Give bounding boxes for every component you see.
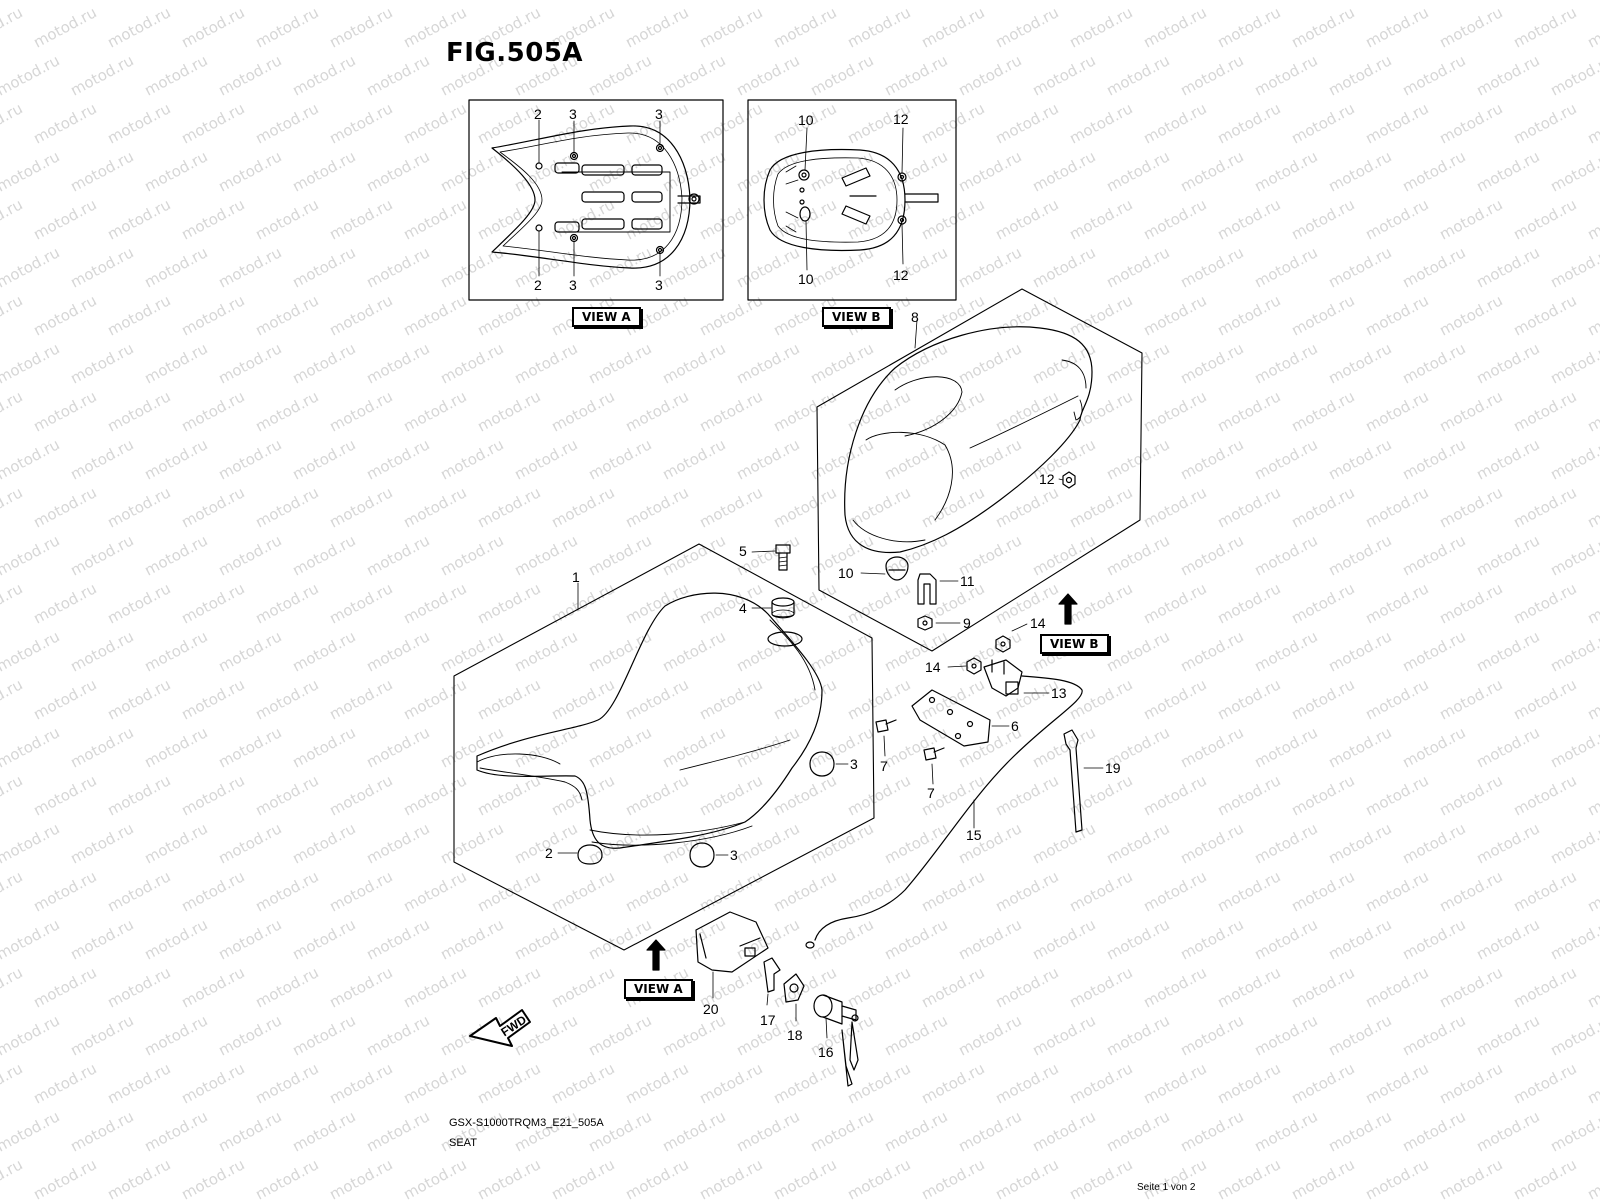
callout-label: 12	[1039, 471, 1055, 487]
part-16-lock-set	[813, 994, 859, 1087]
front-seat-underside	[491, 125, 701, 269]
part-2-cushion	[577, 844, 603, 865]
callout-label: 18	[787, 1027, 803, 1043]
rear-seat-underside	[763, 148, 939, 252]
part-4-damper	[771, 597, 795, 619]
part-15-cable	[805, 675, 1083, 949]
callout-label: 14	[1030, 615, 1046, 631]
part-12-nut	[1062, 471, 1076, 489]
part-3-grommet	[689, 842, 715, 868]
rear-seat-group-frame	[816, 288, 1143, 652]
part-14-nut	[995, 635, 1011, 653]
figure-code: GSX-S1000TRQM3_E21_505A	[449, 1117, 604, 1129]
part-10-grommet	[885, 556, 909, 581]
page-indicator: Seite 1 von 2	[1137, 1182, 1196, 1193]
callout-label: 8	[911, 309, 919, 325]
callout-label: 2	[534, 106, 542, 122]
callout-label: 7	[880, 758, 888, 774]
callout-label: 16	[818, 1044, 834, 1060]
view-b-label: VIEW B	[822, 307, 891, 327]
callout-label: 15	[966, 827, 982, 843]
callout-label: 3	[655, 277, 663, 293]
callout-label: 10	[838, 565, 854, 581]
callout-label: 19	[1105, 760, 1121, 776]
part-17-clip	[763, 957, 781, 993]
callout-label: 12	[893, 111, 909, 127]
part-13-latch	[983, 659, 1023, 697]
part-18-washer	[783, 973, 805, 1003]
callout-label: 3	[730, 847, 738, 863]
callout-label: 3	[850, 756, 858, 772]
fwd-arrow: FWD	[469, 1009, 531, 1047]
callout-label: 3	[655, 106, 663, 122]
part-19-cable-tie	[1063, 729, 1083, 833]
callout-label: 4	[739, 600, 747, 616]
view-b-arrow	[1058, 593, 1078, 625]
view-a-inset: 2 3 3 2 3 3	[468, 99, 724, 301]
part-7-bolt	[923, 747, 945, 761]
callout-label: 20	[703, 1001, 719, 1017]
front-seat-group-frame	[453, 543, 875, 951]
callout-label: 2	[534, 277, 542, 293]
callout-label: 3	[569, 277, 577, 293]
view-a-label-main: VIEW A	[624, 979, 693, 999]
callout-label: 11	[960, 573, 975, 589]
callout-label: 3	[569, 106, 577, 122]
front-seat	[476, 592, 823, 849]
figure-name: SEAT	[449, 1137, 477, 1149]
callout-label: 10	[798, 112, 814, 128]
callout-label: 1	[572, 569, 580, 585]
callout-label: 6	[1011, 718, 1019, 734]
callout-label: 12	[893, 267, 909, 283]
rear-seat	[844, 326, 1093, 554]
callout-label: 13	[1051, 685, 1067, 701]
part-5-screw	[775, 544, 791, 571]
view-a-arrow	[646, 939, 666, 971]
part-20-cover	[695, 911, 769, 973]
part-14-nut	[966, 657, 982, 675]
figure-title: FIG.505A	[446, 38, 584, 68]
part-3-grommet	[809, 751, 835, 777]
callout-label: 10	[798, 271, 814, 287]
callout-label: 2	[545, 845, 553, 861]
part-6-plate	[911, 689, 991, 747]
view-a-fastener-marks	[535, 143, 665, 255]
callout-label: 9	[963, 615, 971, 631]
part-9-nut	[917, 615, 933, 631]
callout-label: 14	[925, 659, 941, 675]
callout-label: 7	[927, 785, 935, 801]
view-b-label-main: VIEW B	[1040, 634, 1109, 654]
callout-label: 5	[739, 543, 747, 559]
view-a-label: VIEW A	[572, 307, 641, 327]
part-7-bolt	[875, 719, 897, 733]
callout-label: 17	[760, 1012, 776, 1028]
view-b-inset: 10 10 12 12	[747, 99, 957, 301]
part-11-bracket	[917, 573, 937, 605]
